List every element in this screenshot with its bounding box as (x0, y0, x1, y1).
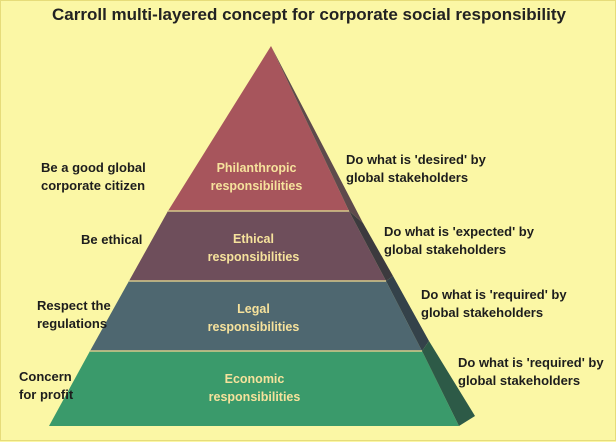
philanthropic-left-line2: corporate citizen (41, 178, 146, 193)
philanthropic-label-line1: Philanthropic (216, 161, 297, 175)
legal-layer-front (90, 281, 422, 351)
philanthropic-right-line1: Do what is 'desired' by (346, 152, 486, 167)
philanthropic-layer-side-edge (271, 46, 363, 223)
economic-label: Economic responsibilities (197, 370, 312, 406)
philanthropic-right-label: Do what is 'desired' by global stakehold… (346, 151, 486, 187)
economic-right-label: Do what is 'required' by global stakehol… (458, 354, 604, 390)
ethical-left-label: Be ethical (81, 231, 142, 249)
philanthropic-left-line1: Be a good global (41, 160, 146, 175)
economic-layer-side (422, 341, 475, 426)
economic-label-line1: Economic (224, 372, 285, 386)
ethical-right-line2: global stakeholders (384, 242, 507, 257)
legal-label: Legal responsibilities (196, 300, 311, 336)
legal-left-label: Respect the regulations (37, 297, 111, 333)
philanthropic-left-label: Be a good global corporate citizen (41, 159, 146, 195)
philanthropic-right-line2: global stakeholders (346, 170, 469, 185)
philanthropic-layer-front (168, 46, 349, 211)
economic-right-line2: global stakeholders (458, 373, 581, 388)
legal-label-line2: responsibilities (207, 320, 300, 334)
ethical-right-label: Do what is 'expected' by global stakehol… (384, 223, 534, 259)
philanthropic-label: Philanthropic responsibilities (199, 159, 314, 195)
ethical-label-line1: Ethical (233, 232, 274, 246)
economic-left-line2: for profit (19, 387, 74, 402)
legal-right-label: Do what is 'required' by global stakehol… (421, 286, 567, 322)
ethical-layer-front (129, 211, 386, 281)
legal-label-line1: Legal (237, 302, 270, 316)
legal-layer-side (386, 276, 429, 351)
ethical-left-line1: Be ethical (81, 232, 143, 247)
diagram-title: Carroll multi-layered concept for corpor… (52, 5, 566, 24)
legal-left-line1: Respect the (37, 298, 111, 313)
ethical-label: Ethical responsibilities (196, 230, 311, 266)
legal-right-line2: global stakeholders (421, 305, 544, 320)
ethical-label-line2: responsibilities (207, 250, 300, 264)
legal-right-line1: Do what is 'required' by (421, 287, 567, 302)
economic-right-line1: Do what is 'required' by (458, 355, 604, 370)
economic-left-line1: Concern (19, 369, 72, 384)
ethical-right-line1: Do what is 'expected' by (384, 224, 534, 239)
economic-left-label: Concern for profit (19, 368, 73, 404)
philanthropic-label-line2: responsibilities (210, 179, 303, 193)
ethical-layer-side (349, 211, 393, 281)
economic-label-line2: responsibilities (208, 390, 301, 404)
legal-left-line2: regulations (37, 316, 108, 331)
economic-layer-front (49, 351, 459, 426)
